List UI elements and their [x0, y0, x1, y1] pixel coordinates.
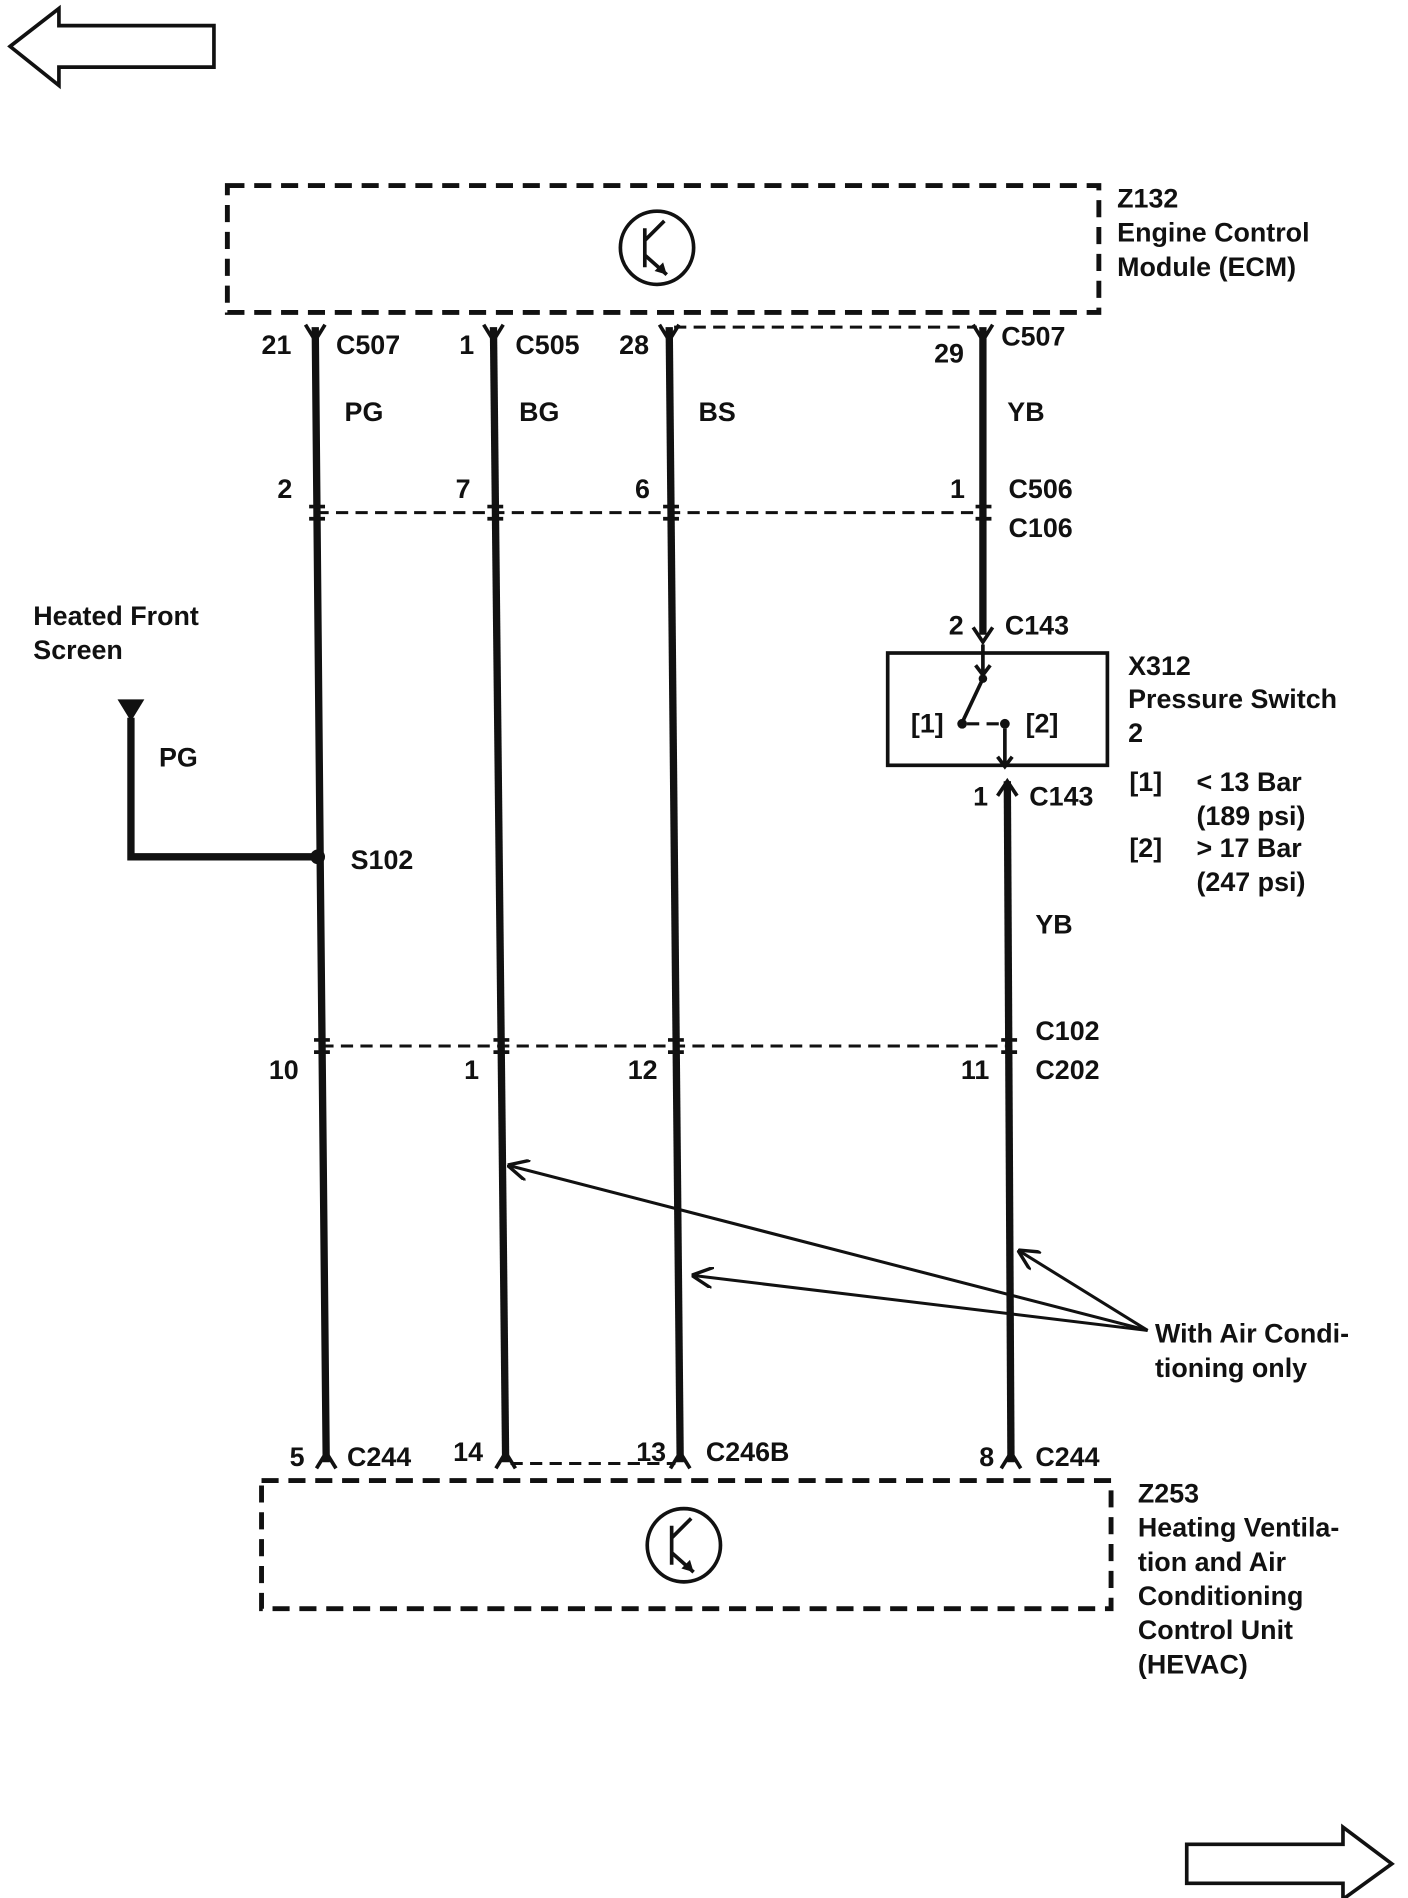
legend-1-value: < 13 Bar: [1197, 767, 1303, 797]
wire-bg-top-pin: 1: [459, 330, 474, 360]
wire-bs-bottom-connector: C246B: [706, 1437, 790, 1467]
callout-pointer-bs: [694, 1276, 1148, 1332]
switch-arm: [960, 677, 985, 724]
wire-yb-c506-pin: 1: [950, 474, 965, 504]
hevac-name-line-3: Conditioning: [1138, 1581, 1303, 1611]
wire-pg: [311, 327, 330, 1463]
switch-contact-1-label: [1]: [911, 708, 944, 738]
wire-pg-c202-pin: 10: [269, 1055, 299, 1085]
wire-pg-top-connector: C507: [336, 330, 400, 360]
wire-yb-color-code: YB: [1007, 397, 1044, 427]
connector-c506-label: C506: [1009, 474, 1073, 504]
heated-front-screen-feed: Heated Front Screen PG S102: [33, 601, 413, 875]
hevac-name-line-5: (HEVAC): [1138, 1649, 1248, 1679]
pressure-switch-id: X312: [1128, 651, 1191, 681]
transistor-icon: [645, 1506, 723, 1584]
hevac-module: Z253 Heating Ventila- tion and Air Condi…: [259, 1478, 1339, 1679]
top-connector-marks: [303, 323, 995, 345]
wire-bs-color-code: BS: [699, 397, 736, 427]
wire-bs-bottom-pin: 13: [636, 1437, 666, 1467]
arrow-left-icon[interactable]: [7, 4, 216, 90]
ecm-id: Z132: [1117, 183, 1178, 213]
pressure-switch: 2 C143 [1] [2] 1 C143 X312 Pressure Swit…: [885, 611, 1337, 897]
heated-front-screen-label-line-1: Heated Front: [33, 601, 199, 631]
legend-2-key: [2]: [1129, 833, 1162, 863]
wire-bg-bottom-pin: 14: [453, 1437, 483, 1467]
hevac-name-line-2: tion and Air: [1138, 1547, 1287, 1577]
switch-contact-2-dot: [999, 718, 1010, 729]
wire-bs-c202-pin: 12: [628, 1055, 658, 1085]
wire-bg-color-code: BG: [519, 397, 559, 427]
arrow-right-icon[interactable]: [1184, 1823, 1395, 1898]
hevac-module-box: [259, 1478, 1114, 1612]
pressure-switch-subtitle: 2: [1128, 718, 1143, 748]
wire-bg: [489, 327, 510, 1463]
ecm-module-box: [224, 183, 1102, 315]
feed-wire-color-code: PG: [159, 743, 198, 773]
wire-pg-bottom-connector: C244: [347, 1442, 411, 1472]
hevac-id: Z253: [1138, 1479, 1199, 1509]
wire-bs-top-pin: 28: [619, 330, 649, 360]
wire-pg-top-pin: 21: [262, 330, 292, 360]
legend-2-value-psi: (247 psi): [1197, 867, 1306, 897]
wire-bg-top-connector: C505: [515, 330, 579, 360]
hevac-name-line-1: Heating Ventila-: [1138, 1513, 1339, 1543]
wire-yb-bottom-pin: 8: [979, 1442, 994, 1472]
connector-c102-label: C102: [1035, 1016, 1099, 1046]
switch-out-connector-mark: [996, 777, 1019, 797]
wire-yb-lower-color-code: YB: [1035, 910, 1072, 940]
wire-pg-bottom-pin: 5: [290, 1442, 305, 1472]
splice-label: S102: [351, 845, 414, 875]
switch-in-pin: 2: [949, 611, 964, 641]
connector-c106-label: C106: [1009, 513, 1073, 543]
pressure-switch-name: Pressure Switch: [1128, 684, 1337, 714]
ecm-name-line-1: Engine Control: [1117, 218, 1309, 248]
continuation-triangle-icon: [117, 699, 145, 722]
switch-in-connector-mark: [971, 626, 995, 646]
wire-yb-c202-pin: 11: [961, 1055, 989, 1085]
wire-bs-c506-pin: 6: [635, 474, 650, 504]
inline-connector-c506-marks: [309, 504, 992, 521]
switch-contact-2-label: [2]: [1026, 708, 1059, 738]
switch-terminal-bottom: [996, 728, 1014, 770]
wire-yb-top-connector: C507: [1001, 321, 1065, 351]
wire-pg-c506-pin: 2: [277, 474, 292, 504]
bottom-connector-marks: [314, 1448, 1023, 1470]
wire-bg-c506-pin: 7: [456, 474, 471, 504]
splice-dot-icon: [310, 849, 326, 865]
switch-out-pin: 1: [973, 782, 988, 812]
wire-yb-top-pin: 29: [934, 339, 964, 369]
wire-bg-c202-pin: 1: [464, 1055, 479, 1085]
switch-terminal-top: [974, 644, 992, 679]
heated-front-screen-label-line-2: Screen: [33, 635, 123, 665]
hevac-name-line-4: Control Unit: [1138, 1615, 1293, 1645]
callout-pointer-yb: [1020, 1251, 1149, 1332]
switch-out-connector: C143: [1029, 782, 1093, 812]
legend-1-key: [1]: [1129, 767, 1162, 797]
switch-in-connector: C143: [1005, 611, 1069, 641]
callout-text-line-2: tioning only: [1155, 1353, 1307, 1383]
legend-1-value-psi: (189 psi): [1197, 801, 1306, 831]
transistor-icon: [618, 209, 696, 287]
wire-bs: [665, 327, 684, 1463]
connector-c202-label: C202: [1035, 1055, 1099, 1085]
legend-2-value: > 17 Bar: [1197, 833, 1303, 863]
wire-pg-feed: [127, 717, 316, 861]
wire-pg-color-code: PG: [345, 397, 384, 427]
inline-connector-c102-marks: [314, 1038, 1018, 1054]
switch-contact-1-dot: [957, 718, 968, 729]
ecm-module: Z132 Engine Control Module (ECM): [224, 183, 1310, 315]
wire-yb-lower: [1003, 781, 1015, 1463]
callout-text-line-1: With Air Condi-: [1155, 1319, 1349, 1349]
ac-only-callout: With Air Condi- tioning only: [509, 1166, 1349, 1383]
pressure-switch-box: [885, 651, 1110, 768]
ecm-name-line-2: Module (ECM): [1117, 252, 1296, 282]
callout-pointer-bg: [509, 1166, 1149, 1332]
wire-yb-bottom-connector: C244: [1035, 1442, 1099, 1472]
